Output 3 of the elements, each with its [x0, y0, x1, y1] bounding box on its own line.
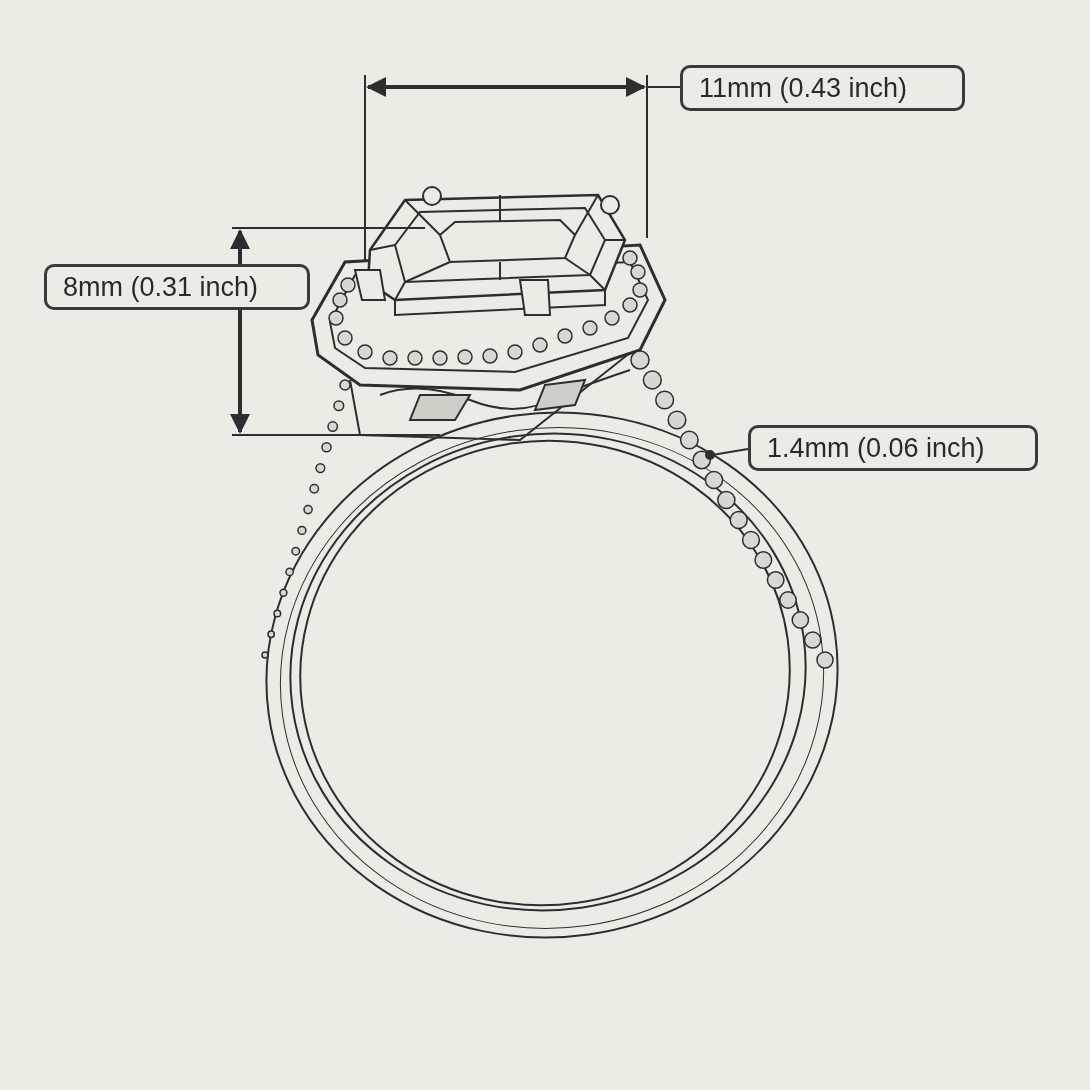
- dimension-label: 1.4mm (0.06 inch): [748, 425, 1038, 471]
- dimension-label: 11mm (0.43 inch): [680, 65, 965, 111]
- dimension-label: 8mm (0.31 inch): [44, 264, 310, 310]
